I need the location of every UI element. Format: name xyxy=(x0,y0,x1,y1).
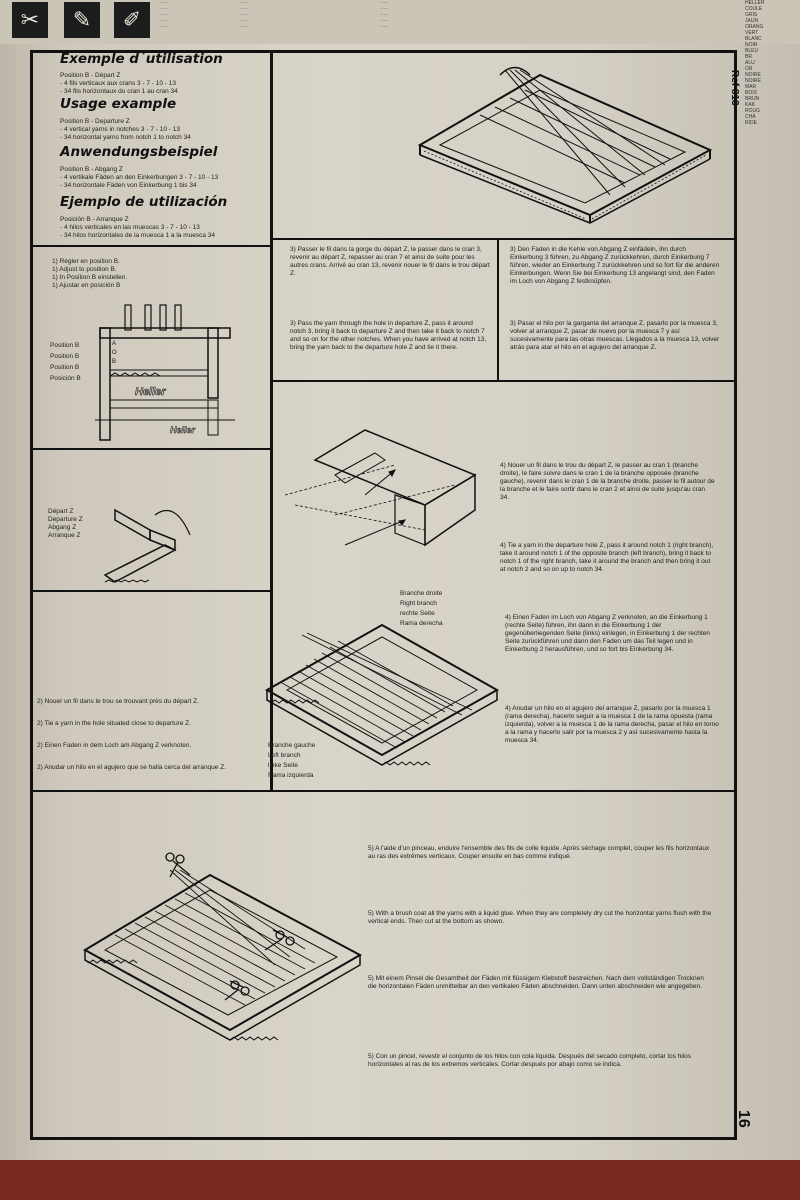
step5-text-es: 5) Con un pincel, revestir el conjunto d… xyxy=(368,1053,692,1068)
instruction-frame xyxy=(30,50,737,1140)
usage-lines-es: Posición B - Arranque Z- 4 hilos vertica… xyxy=(60,216,216,239)
step5-text-fr: 5) A l'aide d'un pinceau, enduire l'ense… xyxy=(368,845,710,860)
svg-text:Heller: Heller xyxy=(135,386,166,398)
right-branch-labels: Branche droite Right branch rechte Seite… xyxy=(400,590,443,627)
svg-text:A: A xyxy=(112,341,116,347)
divider-step3-columns xyxy=(497,240,499,380)
background-table-edge xyxy=(0,1160,800,1200)
branch-notch-isometric-illustration xyxy=(284,429,477,547)
top-text-fragment-3: ························· xyxy=(380,0,389,30)
step5-text-en: 5) With a brush coat all the yarns with … xyxy=(368,910,712,925)
usage-lines-fr: Position B - Départ Z- 4 fils verticaux … xyxy=(60,72,178,95)
loom-illustration-horizontal-yarns xyxy=(264,623,500,766)
divider-step3-bottom xyxy=(270,380,737,382)
top-text-fragment-1: ························· xyxy=(160,0,169,30)
divider-departure xyxy=(30,590,273,592)
top-strip: ✂ ✎ ✐ ························· ········… xyxy=(0,0,800,44)
loom-cutting-illustration xyxy=(82,852,363,1041)
usage-lines-en: Position B - Departure Z- 4 vertical yar… xyxy=(60,118,191,141)
svg-text:O: O xyxy=(112,350,117,356)
departure-z-corner-illustration xyxy=(103,508,191,583)
pen-icon: ✎ xyxy=(64,2,100,38)
usage-title-fr: Exemple d´utilisation xyxy=(60,51,223,67)
top-text-fragment-2: ························· xyxy=(240,0,249,30)
step4-text-de: 4) Einen Faden im Loch von Abgang Z verk… xyxy=(505,614,710,653)
scissors-icon: ✂ xyxy=(12,2,48,38)
usage-lines-de: Position B - Abgang Z- 4 vertikale Fäden… xyxy=(60,166,219,189)
usage-title-de: Anwendungsbeispiel xyxy=(60,144,218,160)
divider-vertical-left xyxy=(270,50,273,790)
step2-text: 2) Nouer un fil dans le trou se trouvant… xyxy=(37,698,226,771)
loom-frame-position-illustration: A O B Heller Heller xyxy=(95,304,235,441)
usage-title-en: Usage example xyxy=(60,96,177,112)
step5-text-de: 5) Mit einem Pinsel die Gesamtheit der F… xyxy=(368,975,704,990)
svg-text:Heller: Heller xyxy=(170,425,196,435)
step4-text-fr: 4) Nouer un fil dans le trou du départ Z… xyxy=(500,462,715,501)
divider-usage xyxy=(30,245,273,247)
divider-step5 xyxy=(30,790,737,792)
position-labels: Position B Position B Position B Posició… xyxy=(50,342,81,382)
svg-text:B: B xyxy=(112,359,116,365)
left-branch-labels: Branche gauche Left branch linke Seite R… xyxy=(268,742,316,779)
step4-text-es: 4) Anudar un hilo en el agujero del arra… xyxy=(505,705,719,744)
step3-text-fr: 3) Passer le fil dans la gorge du départ… xyxy=(290,246,490,277)
glue-icon: ✐ xyxy=(114,2,150,38)
step4-text-en: 4) Tie a yarn in the departure hole Z, p… xyxy=(500,542,714,573)
step1-text: 1) Régler en position B.1) Adjust to pos… xyxy=(52,258,128,289)
step3-text-en: 3) Pass the yarn through the hole in dep… xyxy=(290,320,487,351)
divider-step1 xyxy=(30,448,273,450)
step3-text-de: 3) Den Faden in die Kehle von Abgang Z e… xyxy=(510,246,720,285)
divider-step3-top xyxy=(270,238,737,240)
usage-title-es: Ejemplo de utilización xyxy=(60,194,228,210)
scissors-icon xyxy=(165,852,295,1001)
loom-illustration-vertical-yarns xyxy=(417,66,713,224)
step3-text-es: 3) Pasar el hilo por la garganta del arr… xyxy=(510,320,720,351)
